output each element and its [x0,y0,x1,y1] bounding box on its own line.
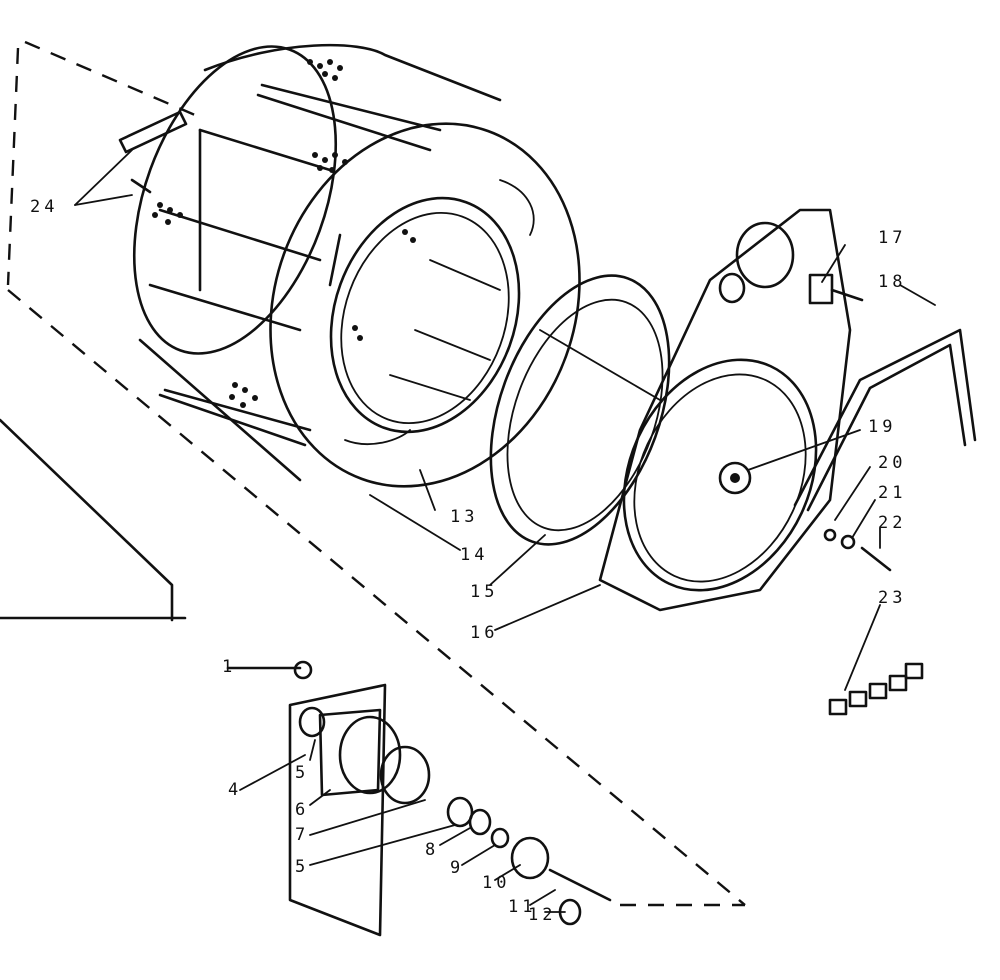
callout-5-upper: 5 [295,763,309,783]
callout-10: 10 [482,873,510,893]
part-24-bracket [74,110,188,206]
callout-22: 22 [878,513,906,533]
callout-6: 6 [295,800,309,820]
callout-8: 8 [425,840,439,860]
callout-17: 17 [878,228,906,248]
callout-11: 11 [508,897,536,917]
callout-5-lower: 5 [295,857,309,877]
callout-18: 18 [878,272,906,292]
motor-assembly [226,660,612,937]
leader-lines [239,244,936,913]
callout-4: 4 [228,780,242,800]
callout-13: 13 [450,507,478,527]
callout-7: 7 [295,825,309,845]
small-parts [823,528,924,716]
drum [132,43,581,488]
callout-14: 14 [460,545,488,565]
cabinet-edge [0,418,187,622]
callout-9: 9 [450,858,464,878]
callout-16: 16 [470,623,498,643]
part-16-bulkhead [598,208,852,612]
callout-19: 19 [868,417,896,437]
cabinet-outline [6,40,746,907]
callout-21: 21 [878,483,906,503]
callout-1: 1 [222,657,236,677]
part-17-switch [808,273,864,305]
callout-labels: 24 17 18 19 20 21 22 23 13 14 15 16 1 4 … [30,197,906,925]
callout-23: 23 [878,588,906,608]
callout-12: 12 [528,905,556,925]
callout-15: 15 [470,582,498,602]
callout-24: 24 [30,197,58,217]
callout-20: 20 [878,453,906,473]
